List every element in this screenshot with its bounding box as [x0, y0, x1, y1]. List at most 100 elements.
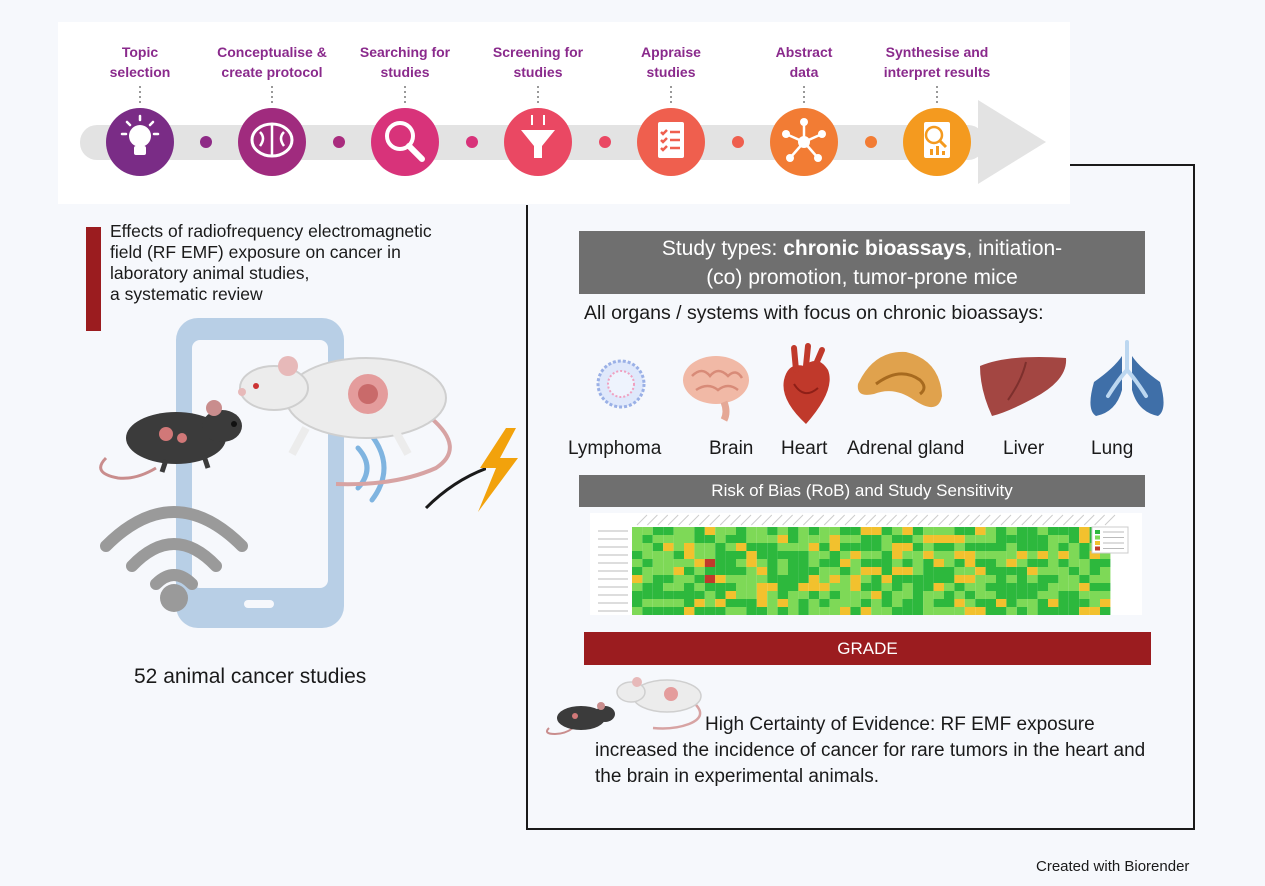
heatmap-cell — [788, 575, 799, 583]
heatmap-cell — [964, 607, 976, 615]
heatmap-cell — [756, 535, 768, 543]
heatmap-cell — [871, 583, 882, 591]
heatmap-cell — [850, 527, 861, 535]
panel-border — [526, 164, 1195, 830]
heatmap-cell — [829, 567, 840, 575]
heatmap-cell — [808, 551, 820, 559]
heatmap-cell — [798, 607, 809, 615]
heatmap-cell — [1068, 543, 1080, 551]
heatmap-cell — [1048, 599, 1059, 607]
heatmap-cell — [736, 591, 747, 599]
heatmap-cell — [1079, 599, 1090, 607]
heatmap-cell — [860, 591, 872, 599]
heatmap-cell — [715, 527, 726, 535]
heatmap-cell — [798, 551, 809, 559]
heatmap-cell — [871, 551, 882, 559]
heatmap-cell — [746, 559, 757, 567]
heatmap-cell — [1089, 567, 1100, 575]
heatmap-cell — [912, 551, 924, 559]
heatmap-cell — [684, 591, 695, 599]
mini-white-rat-icon — [616, 677, 702, 730]
heatmap-cell — [673, 575, 684, 583]
heatmap-cell — [1079, 559, 1090, 567]
heatmap-cell — [767, 559, 778, 567]
heatmap-cell — [1058, 591, 1069, 599]
heatmap-cell — [663, 551, 674, 559]
heatmap-cell — [798, 599, 809, 607]
heatmap-cell — [1016, 559, 1028, 567]
heatmap-cell — [788, 543, 799, 551]
heatmap-cell — [777, 575, 788, 583]
heatmap-cell — [1068, 591, 1080, 599]
heatmap-cell — [933, 583, 944, 591]
heatmap-cell — [1027, 575, 1038, 583]
heatmap-cell — [954, 535, 965, 543]
heatmap-cell — [912, 535, 924, 543]
heatmap-cell — [725, 591, 736, 599]
heatmap-cell — [860, 567, 872, 575]
liver-icon — [980, 357, 1067, 416]
heatmap-cell — [892, 607, 903, 615]
adrenal-gland-icon — [857, 351, 942, 408]
heatmap-cell — [954, 575, 965, 583]
heatmap-cell — [881, 607, 892, 615]
heatmap-cell — [923, 559, 934, 567]
heatmap-cell — [881, 591, 892, 599]
heatmap-cell — [652, 607, 664, 615]
heatmap-cell — [985, 527, 996, 535]
heatmap-cell — [1058, 543, 1069, 551]
heatmap-cell — [798, 567, 809, 575]
lightbulb-icon — [106, 108, 174, 176]
review-title: Effects of radiofrequency electromagneti… — [110, 221, 432, 304]
heatmap-cell — [704, 535, 716, 543]
heatmap-cell — [1068, 567, 1080, 575]
heatmap-cell — [788, 567, 799, 575]
heatmap-cell — [756, 607, 768, 615]
heatmap-cell — [736, 567, 747, 575]
heatmap-cell — [1089, 551, 1100, 559]
heatmap-cell — [975, 535, 986, 543]
heatmap-cell — [1058, 567, 1069, 575]
heatmap-cell — [663, 543, 674, 551]
heatmap-cell — [996, 543, 1007, 551]
heatmap-cell — [684, 527, 695, 535]
heatmap-cell — [819, 575, 830, 583]
heatmap-cell — [673, 551, 684, 559]
heatmap-cell — [829, 599, 840, 607]
heatmap-cell — [798, 583, 809, 591]
heatmap-cell — [1027, 583, 1038, 591]
heatmap-cell — [746, 551, 757, 559]
heatmap-cell — [642, 543, 653, 551]
heatmap-cell — [996, 575, 1007, 583]
heatmap-cell — [829, 535, 840, 543]
heatmap-cell — [871, 535, 882, 543]
heatmap-cell — [871, 559, 882, 567]
heatmap-cell — [1058, 527, 1069, 535]
heatmap-cell — [881, 567, 892, 575]
heatmap-cell — [1006, 543, 1017, 551]
heatmap-cell — [663, 583, 674, 591]
heatmap-cell — [840, 527, 851, 535]
heatmap-cell — [1048, 527, 1059, 535]
heatmap-cell — [1048, 543, 1059, 551]
heatmap-cell — [632, 551, 643, 559]
heatmap-cell — [715, 559, 726, 567]
heatmap-cell — [777, 591, 788, 599]
heatmap-cell — [694, 527, 705, 535]
organ-label-lung: Lung — [1091, 438, 1134, 459]
heatmap-cell — [1079, 583, 1090, 591]
heatmap-cell — [694, 551, 705, 559]
heatmap-cell — [871, 607, 882, 615]
heatmap-cell — [1037, 567, 1048, 575]
heatmap-cell — [829, 575, 840, 583]
heatmap-cell — [777, 527, 788, 535]
heatmap-cell — [632, 567, 643, 575]
heatmap-cell — [1037, 551, 1048, 559]
heatmap-cell — [746, 567, 757, 575]
heatmap-cell — [715, 575, 726, 583]
lightning-bolt-icon — [478, 428, 518, 512]
heatmap-cell — [715, 591, 726, 599]
organ-label-lymphoma: Lymphoma — [568, 438, 662, 459]
heatmap-cell — [1079, 527, 1090, 535]
heatmap-cell — [923, 551, 934, 559]
